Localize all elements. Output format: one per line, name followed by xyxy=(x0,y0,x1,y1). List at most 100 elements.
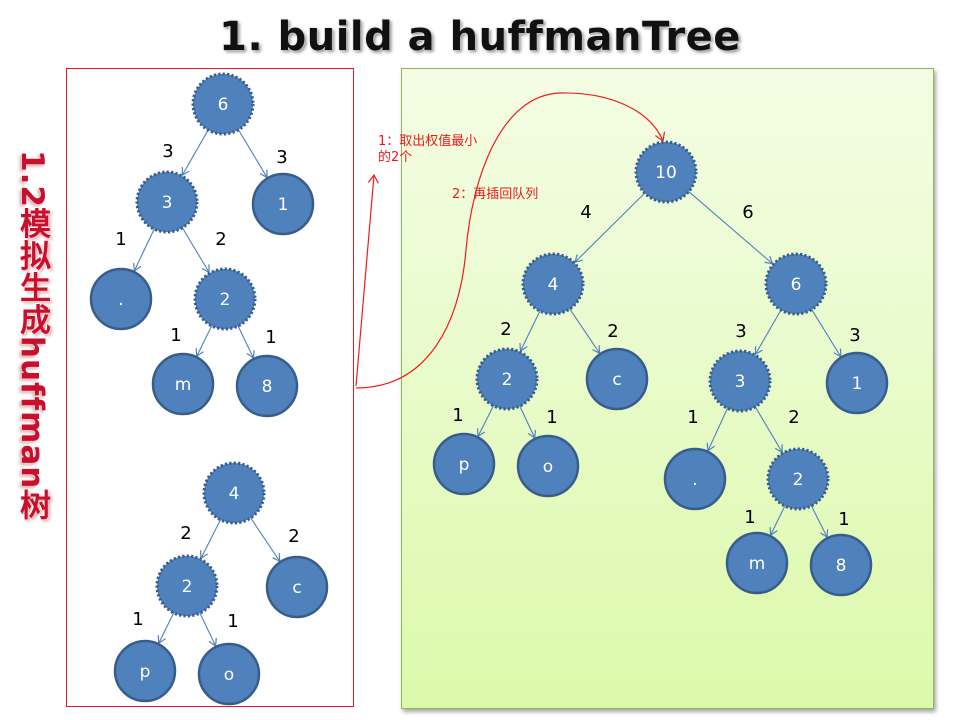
edge-r4-r2a xyxy=(519,310,541,353)
edge-weight-label: 1 xyxy=(115,229,126,250)
edge-weight-label: 1 xyxy=(838,509,849,530)
internal-node-r3: 3 xyxy=(708,349,772,413)
edge-r10-r4 xyxy=(574,192,646,264)
node-circle xyxy=(809,533,873,597)
edge-b2-bp xyxy=(157,612,175,645)
node-circle xyxy=(585,347,649,411)
edge-weight-label: 2 xyxy=(788,407,799,428)
node-circle xyxy=(202,461,266,525)
node-label: . xyxy=(118,290,123,310)
node-label: 4 xyxy=(229,484,240,504)
node-label: 2 xyxy=(182,577,193,597)
internal-node-r10: 10 xyxy=(634,140,698,204)
node-label: 10 xyxy=(655,163,677,183)
node-circle xyxy=(155,554,219,618)
leaf-node-rc: c xyxy=(585,347,649,411)
leaf-node-rdot: . xyxy=(663,447,727,511)
edge-weight-label: 3 xyxy=(162,141,173,162)
edge-a2-a8 xyxy=(237,325,255,360)
edge-weight-label: 1 xyxy=(132,609,143,630)
edge-weight-label: 2 xyxy=(215,229,226,250)
node-label: p xyxy=(140,662,151,682)
node-circle xyxy=(197,642,261,706)
node-label: 8 xyxy=(836,556,847,576)
take-out-arrow xyxy=(355,173,379,387)
node-label: p xyxy=(459,455,470,475)
node-circle xyxy=(235,354,299,418)
edge-b4-b2 xyxy=(199,519,221,560)
edge-a3-adot xyxy=(133,228,155,273)
edge-r2b-r8 xyxy=(810,505,829,539)
internal-node-a2: 2 xyxy=(193,267,257,331)
node-label: o xyxy=(224,665,234,685)
node-circle xyxy=(725,531,789,595)
internal-node-r2b: 2 xyxy=(766,447,830,511)
node-label: 3 xyxy=(162,193,173,213)
node-label: 2 xyxy=(220,290,231,310)
edge-weight-label: 2 xyxy=(180,523,191,544)
edge-weight-label: 6 xyxy=(742,202,753,223)
annotation-step1: 1：取出权值最小的2个 xyxy=(378,134,478,165)
insert-back-arrow xyxy=(355,92,666,389)
edge-a6-a1 xyxy=(237,129,268,179)
internal-node-r2a: 2 xyxy=(475,347,539,411)
leaf-node-a8: 8 xyxy=(235,354,299,418)
node-circle xyxy=(764,252,828,316)
edge-r6-r1 xyxy=(811,309,842,358)
node-circle xyxy=(766,447,830,511)
leaf-node-am: m xyxy=(151,352,215,416)
edge-weight-label: 2 xyxy=(500,319,511,340)
internal-node-b2: 2 xyxy=(155,554,219,618)
internal-node-r4: 4 xyxy=(521,252,585,316)
node-circle xyxy=(265,555,329,619)
edge-r3-rdot xyxy=(706,408,728,452)
node-label: 1 xyxy=(852,374,863,394)
node-label: m xyxy=(749,554,766,574)
edge-r10-r6 xyxy=(688,191,774,265)
internal-node-a6: 6 xyxy=(191,72,255,136)
node-circle xyxy=(521,252,585,316)
node-label: c xyxy=(292,578,301,598)
edge-weight-label: 2 xyxy=(288,526,299,547)
node-circle xyxy=(516,434,580,498)
node-label: c xyxy=(612,370,621,390)
node-circle xyxy=(89,267,153,331)
node-label: 6 xyxy=(791,275,802,295)
side-title-text: 1.2模拟生成huffman树 xyxy=(14,150,50,522)
leaf-node-r1: 1 xyxy=(825,351,889,415)
node-label: 4 xyxy=(548,275,559,295)
annotation-step2: 2：再插回队列 xyxy=(452,187,539,202)
leaf-node-adot: . xyxy=(89,267,153,331)
leaf-node-a1: 1 xyxy=(251,172,315,236)
slide-title: 1. build a huffmanTree xyxy=(0,14,960,60)
node-circle xyxy=(113,639,177,703)
edge-a3-a2 xyxy=(181,227,210,274)
leaf-node-bc: c xyxy=(265,555,329,619)
edge-weight-label: 2 xyxy=(607,321,618,342)
edge-weight-label: 1 xyxy=(687,407,698,428)
node-label: o xyxy=(543,457,553,477)
edge-weight-label: 3 xyxy=(849,325,860,346)
edge-weight-label: 4 xyxy=(580,202,591,223)
node-circle xyxy=(191,72,255,136)
node-label: m xyxy=(175,375,192,395)
leaf-node-bp: p xyxy=(113,639,177,703)
edge-r3-r2b xyxy=(754,406,783,454)
node-circle xyxy=(475,347,539,411)
edge-b2-bo xyxy=(199,612,217,648)
edge-weight-label: 3 xyxy=(276,147,287,168)
node-label: 1 xyxy=(278,195,289,215)
edge-weight-label: 1 xyxy=(744,507,755,528)
side-title: 1.2模拟生成huffman树 xyxy=(10,150,50,530)
edge-r2b-rm xyxy=(769,505,786,537)
edge-r4-rc xyxy=(569,308,601,355)
node-circle xyxy=(193,267,257,331)
node-circle xyxy=(663,447,727,511)
node-label: 2 xyxy=(502,370,513,390)
leaf-node-bo: o xyxy=(197,642,261,706)
edge-weight-label: 1 xyxy=(170,325,181,346)
leaf-node-r8: 8 xyxy=(809,533,873,597)
node-label: 6 xyxy=(218,95,229,115)
node-label: 8 xyxy=(262,377,273,397)
